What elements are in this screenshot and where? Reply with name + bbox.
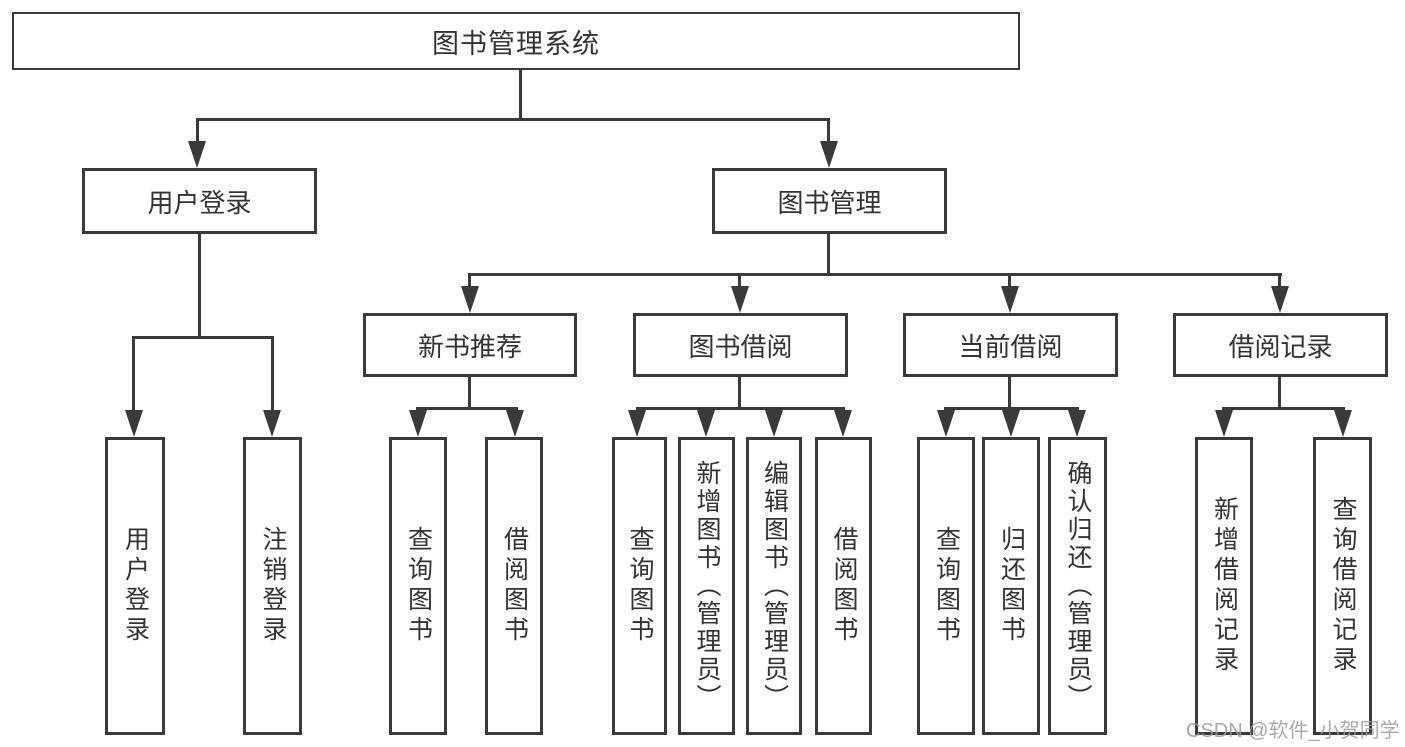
connector-current-borrow-hbar <box>944 407 1079 410</box>
connector-new-books-hbar <box>416 407 518 410</box>
node-new-books: 新书推荐 <box>363 313 577 377</box>
node-book-borrow-label: 图书借阅 <box>688 331 793 362</box>
node-new-books-label: 新书推荐 <box>417 331 522 362</box>
connector-drop-book-mgmt <box>827 118 830 144</box>
connector-drop <box>132 336 135 412</box>
arrow-down-icon <box>1068 410 1086 437</box>
node-user-login-label: 用户登录 <box>147 187 252 218</box>
leaf-br-query-record-label: 查询借阅记录 <box>1329 496 1357 676</box>
leaf-nb-query-book-label: 查询图书 <box>404 526 433 646</box>
connector-borrow-records-hbar <box>1222 407 1345 410</box>
node-root-label: 图书管理系统 <box>432 28 600 59</box>
arrow-down-icon <box>461 286 479 313</box>
connector-book-borrow-hbar <box>636 407 845 410</box>
arrow-down-icon <box>834 410 852 437</box>
node-root: 图书管理系统 <box>12 12 1020 70</box>
arrow-down-icon <box>731 286 749 313</box>
connector-new-books-stub <box>468 377 471 408</box>
node-current-borrow-label: 当前借阅 <box>958 331 1063 362</box>
connector-drop <box>271 336 274 412</box>
arrow-down-icon <box>188 141 206 168</box>
leaf-bb-query-book-label: 查询图书 <box>626 526 654 646</box>
arrow-down-icon <box>125 410 143 437</box>
leaf-nb-borrow-book: 借阅图书 <box>485 437 543 735</box>
leaf-user-login: 用户登录 <box>105 437 165 735</box>
node-borrow-records-label: 借阅记录 <box>1228 331 1333 362</box>
arrow-down-icon <box>1002 410 1020 437</box>
arrow-down-icon <box>1271 286 1289 313</box>
connector-user-login-hbar <box>132 336 274 339</box>
leaf-bb-add-book-label: 新增图书（管理员） <box>693 460 721 712</box>
leaf-cb-query-book: 查询图书 <box>917 437 975 735</box>
connector-root-stub <box>519 70 522 118</box>
leaf-user-login-label: 用户登录 <box>121 526 150 646</box>
arrow-down-icon <box>263 410 281 437</box>
arrow-down-icon <box>506 410 524 437</box>
arrow-down-icon <box>1001 286 1019 313</box>
leaf-cb-confirm-return: 确认归还（管理员） <box>1048 437 1107 735</box>
csdn-watermark: CSDN @软件_小贺同学 <box>1186 720 1400 742</box>
leaf-cb-return-book: 归还图书 <box>982 437 1040 735</box>
leaf-cb-query-book-label: 查询图书 <box>932 526 961 646</box>
connector-drop <box>738 273 741 289</box>
leaf-bb-edit-book-label: 编辑图书（管理员） <box>760 460 789 712</box>
node-book-mgmt-label: 图书管理 <box>777 187 882 218</box>
connector-book-mgmt-stub <box>827 234 830 273</box>
connector-root-hbar <box>196 118 830 121</box>
connector-current-borrow-stub <box>1008 377 1011 408</box>
connector-drop <box>1008 273 1011 289</box>
arrow-down-icon <box>765 410 783 437</box>
arrow-down-icon <box>820 141 838 168</box>
connector-book-mgmt-hbar <box>468 273 1282 276</box>
leaf-cb-return-book-label: 归还图书 <box>997 526 1026 646</box>
connector-drop <box>1278 273 1281 289</box>
node-book-mgmt: 图书管理 <box>712 168 947 234</box>
arrow-down-icon <box>409 410 427 437</box>
leaf-logout-label: 注销登录 <box>259 526 287 646</box>
leaf-br-add-record: 新增借阅记录 <box>1195 437 1253 735</box>
node-current-borrow: 当前借阅 <box>903 313 1118 377</box>
leaf-bb-borrow-book-label: 借阅图书 <box>830 526 858 646</box>
node-book-borrow: 图书借阅 <box>633 313 848 377</box>
leaf-bb-borrow-book: 借阅图书 <box>815 437 872 735</box>
arrow-down-icon <box>937 410 955 437</box>
leaf-br-add-record-label: 新增借阅记录 <box>1210 496 1239 676</box>
arrow-down-icon <box>697 410 715 437</box>
leaf-br-query-record: 查询借阅记录 <box>1313 437 1372 735</box>
arrow-down-icon <box>1215 410 1233 437</box>
leaf-logout: 注销登录 <box>243 437 302 735</box>
connector-user-login-stub <box>198 234 201 336</box>
arrow-down-icon <box>1334 410 1352 437</box>
node-borrow-records: 借阅记录 <box>1173 313 1388 377</box>
leaf-nb-query-book: 查询图书 <box>389 437 447 735</box>
leaf-bb-edit-book: 编辑图书（管理员） <box>746 437 802 735</box>
connector-borrow-records-stub <box>1278 377 1281 408</box>
leaf-nb-borrow-book-label: 借阅图书 <box>500 526 529 646</box>
connector-drop <box>468 273 471 289</box>
connector-drop-user-login <box>196 118 199 144</box>
node-user-login: 用户登录 <box>82 168 317 234</box>
arrow-down-icon <box>628 410 646 437</box>
connector-book-borrow-stub <box>738 377 741 408</box>
leaf-bb-add-book: 新增图书（管理员） <box>678 437 735 735</box>
leaf-bb-query-book: 查询图书 <box>612 437 667 735</box>
leaf-cb-confirm-return-label: 确认归还（管理员） <box>1064 460 1092 712</box>
